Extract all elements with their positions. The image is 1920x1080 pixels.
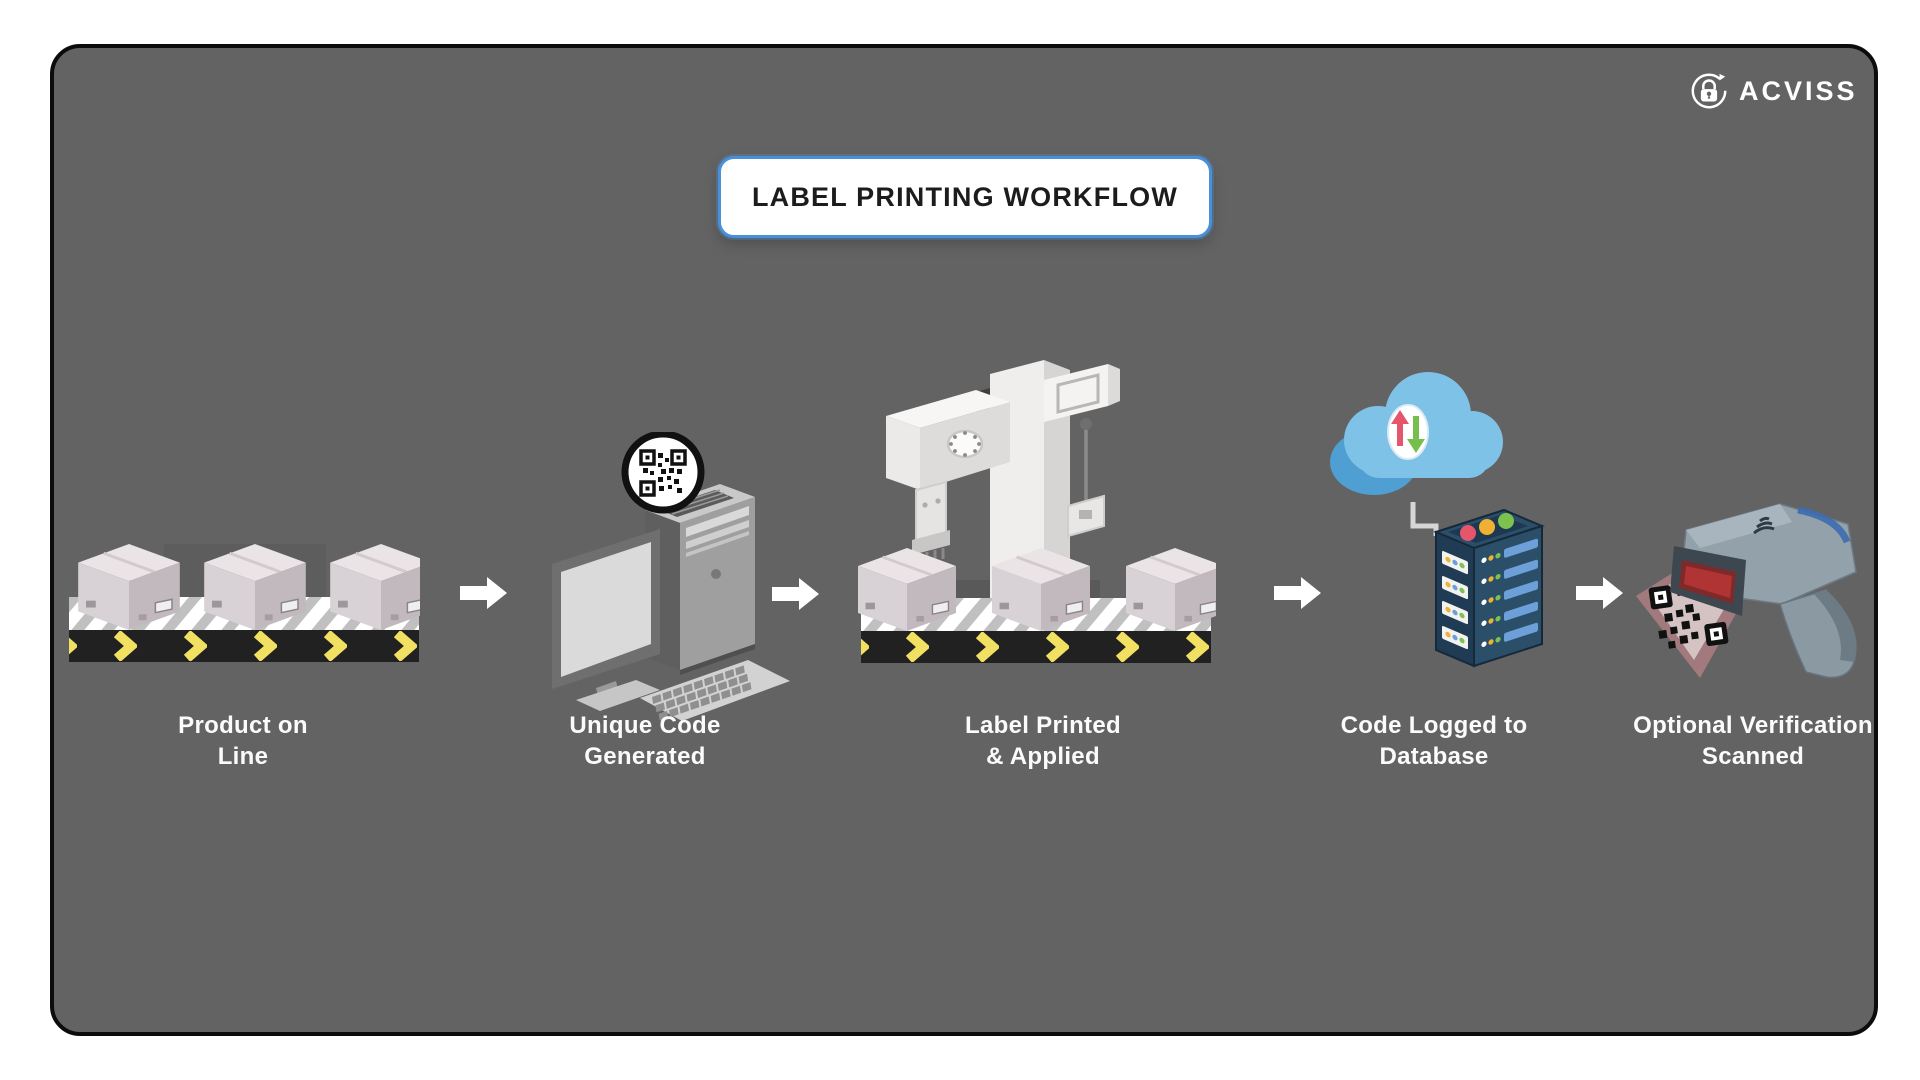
- brand-name: ACVISS: [1739, 75, 1858, 106]
- label-line: Unique Code: [569, 712, 721, 739]
- database-server: [1433, 508, 1545, 668]
- cloud-server-illustration: [1330, 372, 1545, 668]
- download-arrow-icon: [1407, 416, 1425, 453]
- step-label-label-printed: Label Printed & Applied: [873, 710, 1213, 772]
- upload-arrow-icon: [1391, 410, 1409, 446]
- cloud-sync-icon: [1330, 372, 1503, 495]
- label-line: Database: [1379, 743, 1489, 770]
- step-label-code-logged: Code Logged to Database: [1264, 710, 1604, 772]
- barcode-scanner-illustration: [1636, 503, 1857, 679]
- flow-arrow-icon: [460, 577, 507, 609]
- label-line: Line: [217, 743, 269, 770]
- server-front-rows: [1481, 538, 1538, 647]
- label-line: Code Logged to: [1340, 712, 1528, 739]
- flow-arrow-icon: [1274, 577, 1321, 609]
- label-line: Product on: [178, 712, 308, 739]
- step-label-unique-code: Unique Code Generated: [475, 710, 815, 772]
- keyboard: [640, 660, 790, 721]
- conveyor-boxes-illustration: [68, 544, 420, 664]
- page-title: LABEL PRINTING WORKFLOW: [751, 181, 1179, 212]
- step-label-verification: Optional Verification Scanned: [1583, 710, 1920, 772]
- monitor: [552, 529, 660, 711]
- label-line: Label Printed: [965, 712, 1121, 739]
- label-printer-illustration: [858, 360, 1216, 666]
- qr-code-badge-icon: [621, 432, 705, 514]
- cloud-server-connector: [1410, 502, 1439, 536]
- flow-arrow-icon: [1576, 577, 1623, 609]
- flow-arrow-icon: [772, 578, 819, 610]
- label-line: Generated: [584, 743, 706, 770]
- step-label-product-on-line: Product on Line: [73, 710, 413, 772]
- handheld-scanner: [1670, 503, 1857, 679]
- computer-qr-illustration: [552, 432, 790, 721]
- diagram-title-box: LABEL PRINTING WORKFLOW: [718, 156, 1212, 238]
- acviss-lock-refresh-icon: [1691, 73, 1727, 109]
- label-line: & Applied: [986, 743, 1100, 770]
- desktop-tower: [645, 484, 755, 675]
- label-line: Scanned: [1701, 743, 1805, 770]
- server-side-slots: [1442, 551, 1468, 650]
- label-line: Optional Verification: [1633, 712, 1873, 739]
- acviss-logo: ACVISS: [1688, 70, 1858, 112]
